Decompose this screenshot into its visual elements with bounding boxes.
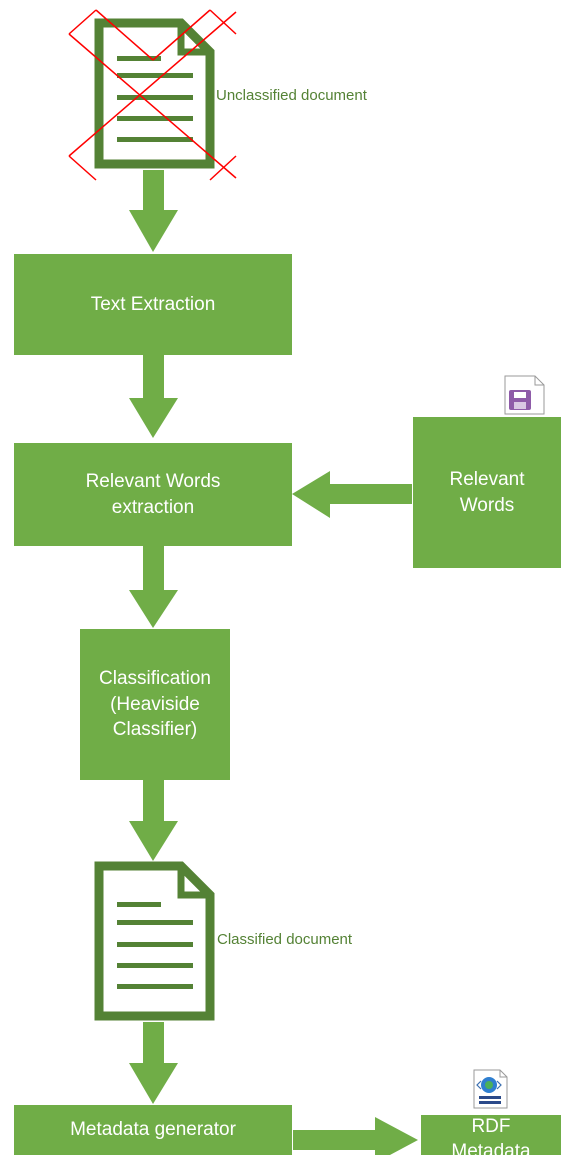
text-extraction-label: Text Extraction: [90, 293, 216, 315]
rdf-metadata-node: RDF Metadata: [421, 1115, 561, 1162]
classified-document-caption: Classified document: [217, 931, 353, 948]
unclassified-document-icon: [68, 9, 237, 181]
relevant-words-extraction-node: Relevant Words extraction: [14, 443, 292, 546]
arrow-doc-to-text-extraction: [129, 170, 178, 252]
cross-out-marks: [68, 9, 237, 181]
save-file-icon: [504, 375, 545, 415]
metadata-generator-label: Metadata generator: [70, 1119, 236, 1141]
arrow-relevant-words-to-extraction: [292, 471, 412, 518]
arrow-text-extraction-to-relevant-words-extraction: [129, 355, 178, 438]
classification-node: Classification (Heaviside Classifier): [80, 629, 230, 780]
relevant-words-label: Relevant Words: [449, 468, 525, 516]
arrow-classified-doc-to-metadata-generator: [129, 1022, 178, 1104]
rdf-metadata-label: RDF Metadata: [451, 1116, 531, 1162]
classified-document-icon: [94, 861, 215, 1021]
arrow-metadata-generator-to-rdf: [293, 1117, 418, 1155]
web-file-icon: [473, 1069, 508, 1109]
relevant-words-node: Relevant Words: [413, 417, 561, 568]
classification-label: Classification (Heaviside Classifier): [99, 668, 211, 741]
metadata-generator-node: Metadata generator: [14, 1105, 292, 1155]
unclassified-document-caption: Unclassified document: [216, 87, 367, 104]
arrow-classification-to-classified-doc: [129, 780, 178, 861]
arrow-extraction-to-classification: [129, 546, 178, 628]
relevant-words-extraction-label: Relevant Words extraction: [85, 470, 221, 518]
text-extraction-node: Text Extraction: [14, 254, 292, 355]
